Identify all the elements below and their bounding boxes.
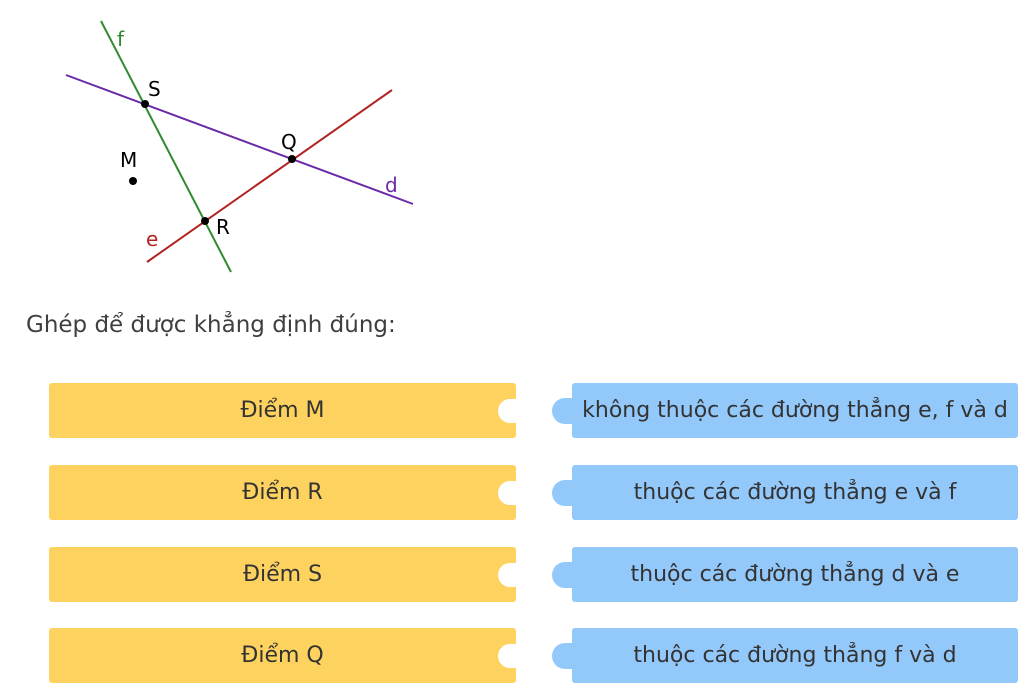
label-r: R xyxy=(216,215,230,239)
label-d: d xyxy=(385,173,398,197)
label-f: f xyxy=(117,27,125,51)
right-piece-on-d-and-e[interactable]: thuộc các đường thẳng d và e xyxy=(552,547,1018,602)
right-piece-label: thuộc các đường thẳng d và e xyxy=(630,562,960,587)
right-piece-on-e-and-f[interactable]: thuộc các đường thẳng e và f xyxy=(552,465,1018,520)
question-prompt: Ghép để được khẳng định đúng: xyxy=(26,312,396,338)
point-s xyxy=(141,100,149,108)
left-piece-label: Điểm M xyxy=(240,398,325,423)
left-piece-label: Điểm R xyxy=(242,480,323,505)
left-piece-point-s[interactable]: Điểm S xyxy=(49,547,518,602)
line-e xyxy=(146,89,393,263)
label-s: S xyxy=(148,77,161,101)
right-piece-on-f-and-d[interactable]: thuộc các đường thẳng f và d xyxy=(552,628,1018,683)
right-piece-label: thuộc các đường thẳng f và d xyxy=(633,643,957,668)
line-d xyxy=(65,74,414,205)
left-piece-point-q[interactable]: Điểm Q xyxy=(49,628,518,683)
left-piece-point-r[interactable]: Điểm R xyxy=(49,465,518,520)
point-q xyxy=(288,155,296,163)
point-m xyxy=(129,177,137,185)
label-e: e xyxy=(146,227,158,251)
left-piece-label: Điểm S xyxy=(242,562,323,587)
label-q: Q xyxy=(281,130,297,154)
left-piece-label: Điểm Q xyxy=(241,643,324,668)
right-piece-not-on-e-f-d[interactable]: không thuộc các đường thẳng e, f và d xyxy=(552,383,1018,438)
right-piece-label: không thuộc các đường thẳng e, f và d xyxy=(582,398,1008,423)
label-m: M xyxy=(120,148,137,172)
right-piece-label: thuộc các đường thẳng e và f xyxy=(633,480,957,505)
left-piece-point-m[interactable]: Điểm M xyxy=(49,383,518,438)
point-r xyxy=(201,217,209,225)
geometry-figure: f S M Q d e R xyxy=(65,20,414,273)
line-f xyxy=(100,20,232,273)
